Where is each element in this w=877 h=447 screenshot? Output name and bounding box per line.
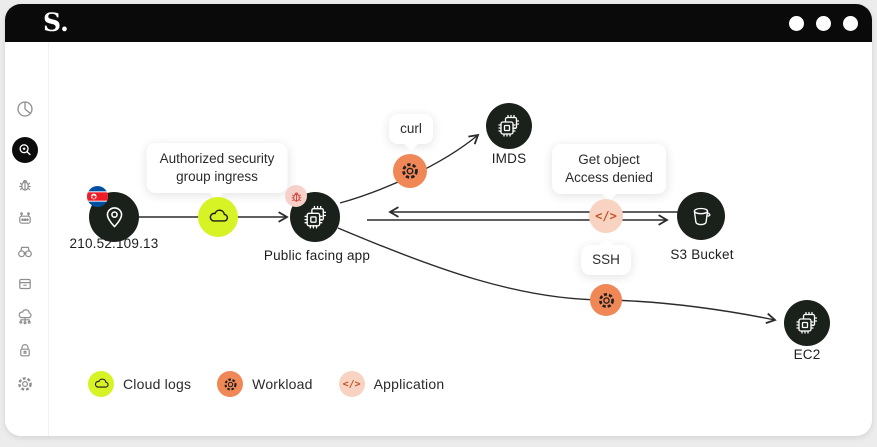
- ingress-tooltip-line2: group ingress: [176, 169, 258, 185]
- bug-icon: [289, 189, 304, 204]
- bug-badge: [285, 185, 307, 207]
- curl-tooltip: curl: [389, 114, 433, 145]
- ingress-tooltip-line1: Authorized security: [159, 151, 275, 166]
- ingress-tooltip: Authorized security group ingress: [146, 143, 288, 194]
- node-workload-ec2[interactable]: [590, 284, 622, 316]
- legend-label: Workload: [252, 376, 313, 392]
- search-icon: [19, 144, 31, 156]
- node-imds[interactable]: [486, 103, 532, 149]
- chip-icon: [794, 310, 820, 336]
- access-tooltip-line2: Access denied: [565, 170, 653, 186]
- sidebar-item-inventory[interactable]: [15, 274, 35, 294]
- brand-logo: S.: [43, 8, 69, 37]
- ec2-label: EC2: [793, 347, 821, 362]
- sidebar: [5, 42, 49, 436]
- window-dot-icon[interactable]: [816, 15, 831, 31]
- window-dot-icon[interactable]: [843, 15, 858, 31]
- cloud-icon: [88, 371, 114, 397]
- cloud-network-icon: [18, 309, 32, 325]
- code-icon: </>: [595, 209, 617, 223]
- sidebar-item-investigate[interactable]: [12, 137, 38, 163]
- code-icon: </>: [338, 371, 365, 397]
- ssh-tooltip-text: SSH: [592, 252, 620, 267]
- node-s3-bucket[interactable]: [677, 192, 725, 240]
- gear-icon: [217, 371, 244, 397]
- node-cloud-logs[interactable]: [198, 197, 238, 237]
- cloud-icon: [207, 206, 230, 229]
- archive-icon: [19, 278, 31, 290]
- node-workload-curl[interactable]: [393, 154, 427, 188]
- robot-icon: [19, 212, 31, 224]
- legend-item-workload: Workload: [217, 371, 312, 397]
- lock-icon: [20, 344, 30, 357]
- curl-tooltip-text: curl: [400, 121, 422, 136]
- sidebar-item-security[interactable]: [15, 340, 35, 360]
- chip-icon: [302, 204, 329, 231]
- attack-path-canvas[interactable]: 210.52.109.13 Authorized security group …: [5, 4, 872, 436]
- gear-icon: [18, 377, 32, 391]
- legend-label: Cloud logs: [123, 376, 192, 392]
- pie-chart-icon: [17, 101, 33, 117]
- sidebar-item-dashboard[interactable]: [15, 99, 35, 119]
- titlebar: S.: [5, 4, 872, 42]
- imds-label: IMDS: [491, 151, 527, 166]
- window-dot-icon[interactable]: [789, 15, 804, 31]
- window-controls: [789, 15, 858, 31]
- legend-item-application: </> Application: [338, 371, 445, 397]
- s3-label: S3 Bucket: [670, 247, 734, 262]
- bucket-icon: [688, 203, 715, 230]
- north-korea-flag-icon: [87, 186, 108, 207]
- binoculars-icon: [18, 246, 32, 258]
- ssh-tooltip: SSH: [581, 245, 631, 276]
- sidebar-item-cloud[interactable]: [15, 307, 35, 327]
- gear-icon: [399, 160, 421, 182]
- access-tooltip: Get object Access denied: [552, 144, 666, 195]
- sidebar-item-discovery[interactable]: [15, 241, 35, 261]
- node-application-ssh[interactable]: </>: [589, 199, 623, 233]
- node-ec2[interactable]: [784, 300, 830, 346]
- legend-label: Application: [373, 376, 445, 392]
- sidebar-item-settings[interactable]: [15, 374, 35, 394]
- source-ip-label: 210.52.109.13: [69, 236, 159, 251]
- gear-icon: [596, 290, 617, 311]
- chip-icon: [496, 113, 522, 139]
- app-window: S.: [5, 4, 872, 436]
- location-pin-icon: [101, 204, 128, 231]
- legend-item-cloud-logs: Cloud logs: [88, 371, 191, 397]
- sidebar-item-vulnerabilities[interactable]: [15, 175, 35, 195]
- access-tooltip-line1: Get object: [578, 152, 640, 167]
- legend: Cloud logs Workload </> Application: [88, 371, 444, 397]
- sidebar-item-automation[interactable]: [15, 208, 35, 228]
- bug-icon: [19, 179, 31, 191]
- app-label: Public facing app: [263, 248, 371, 263]
